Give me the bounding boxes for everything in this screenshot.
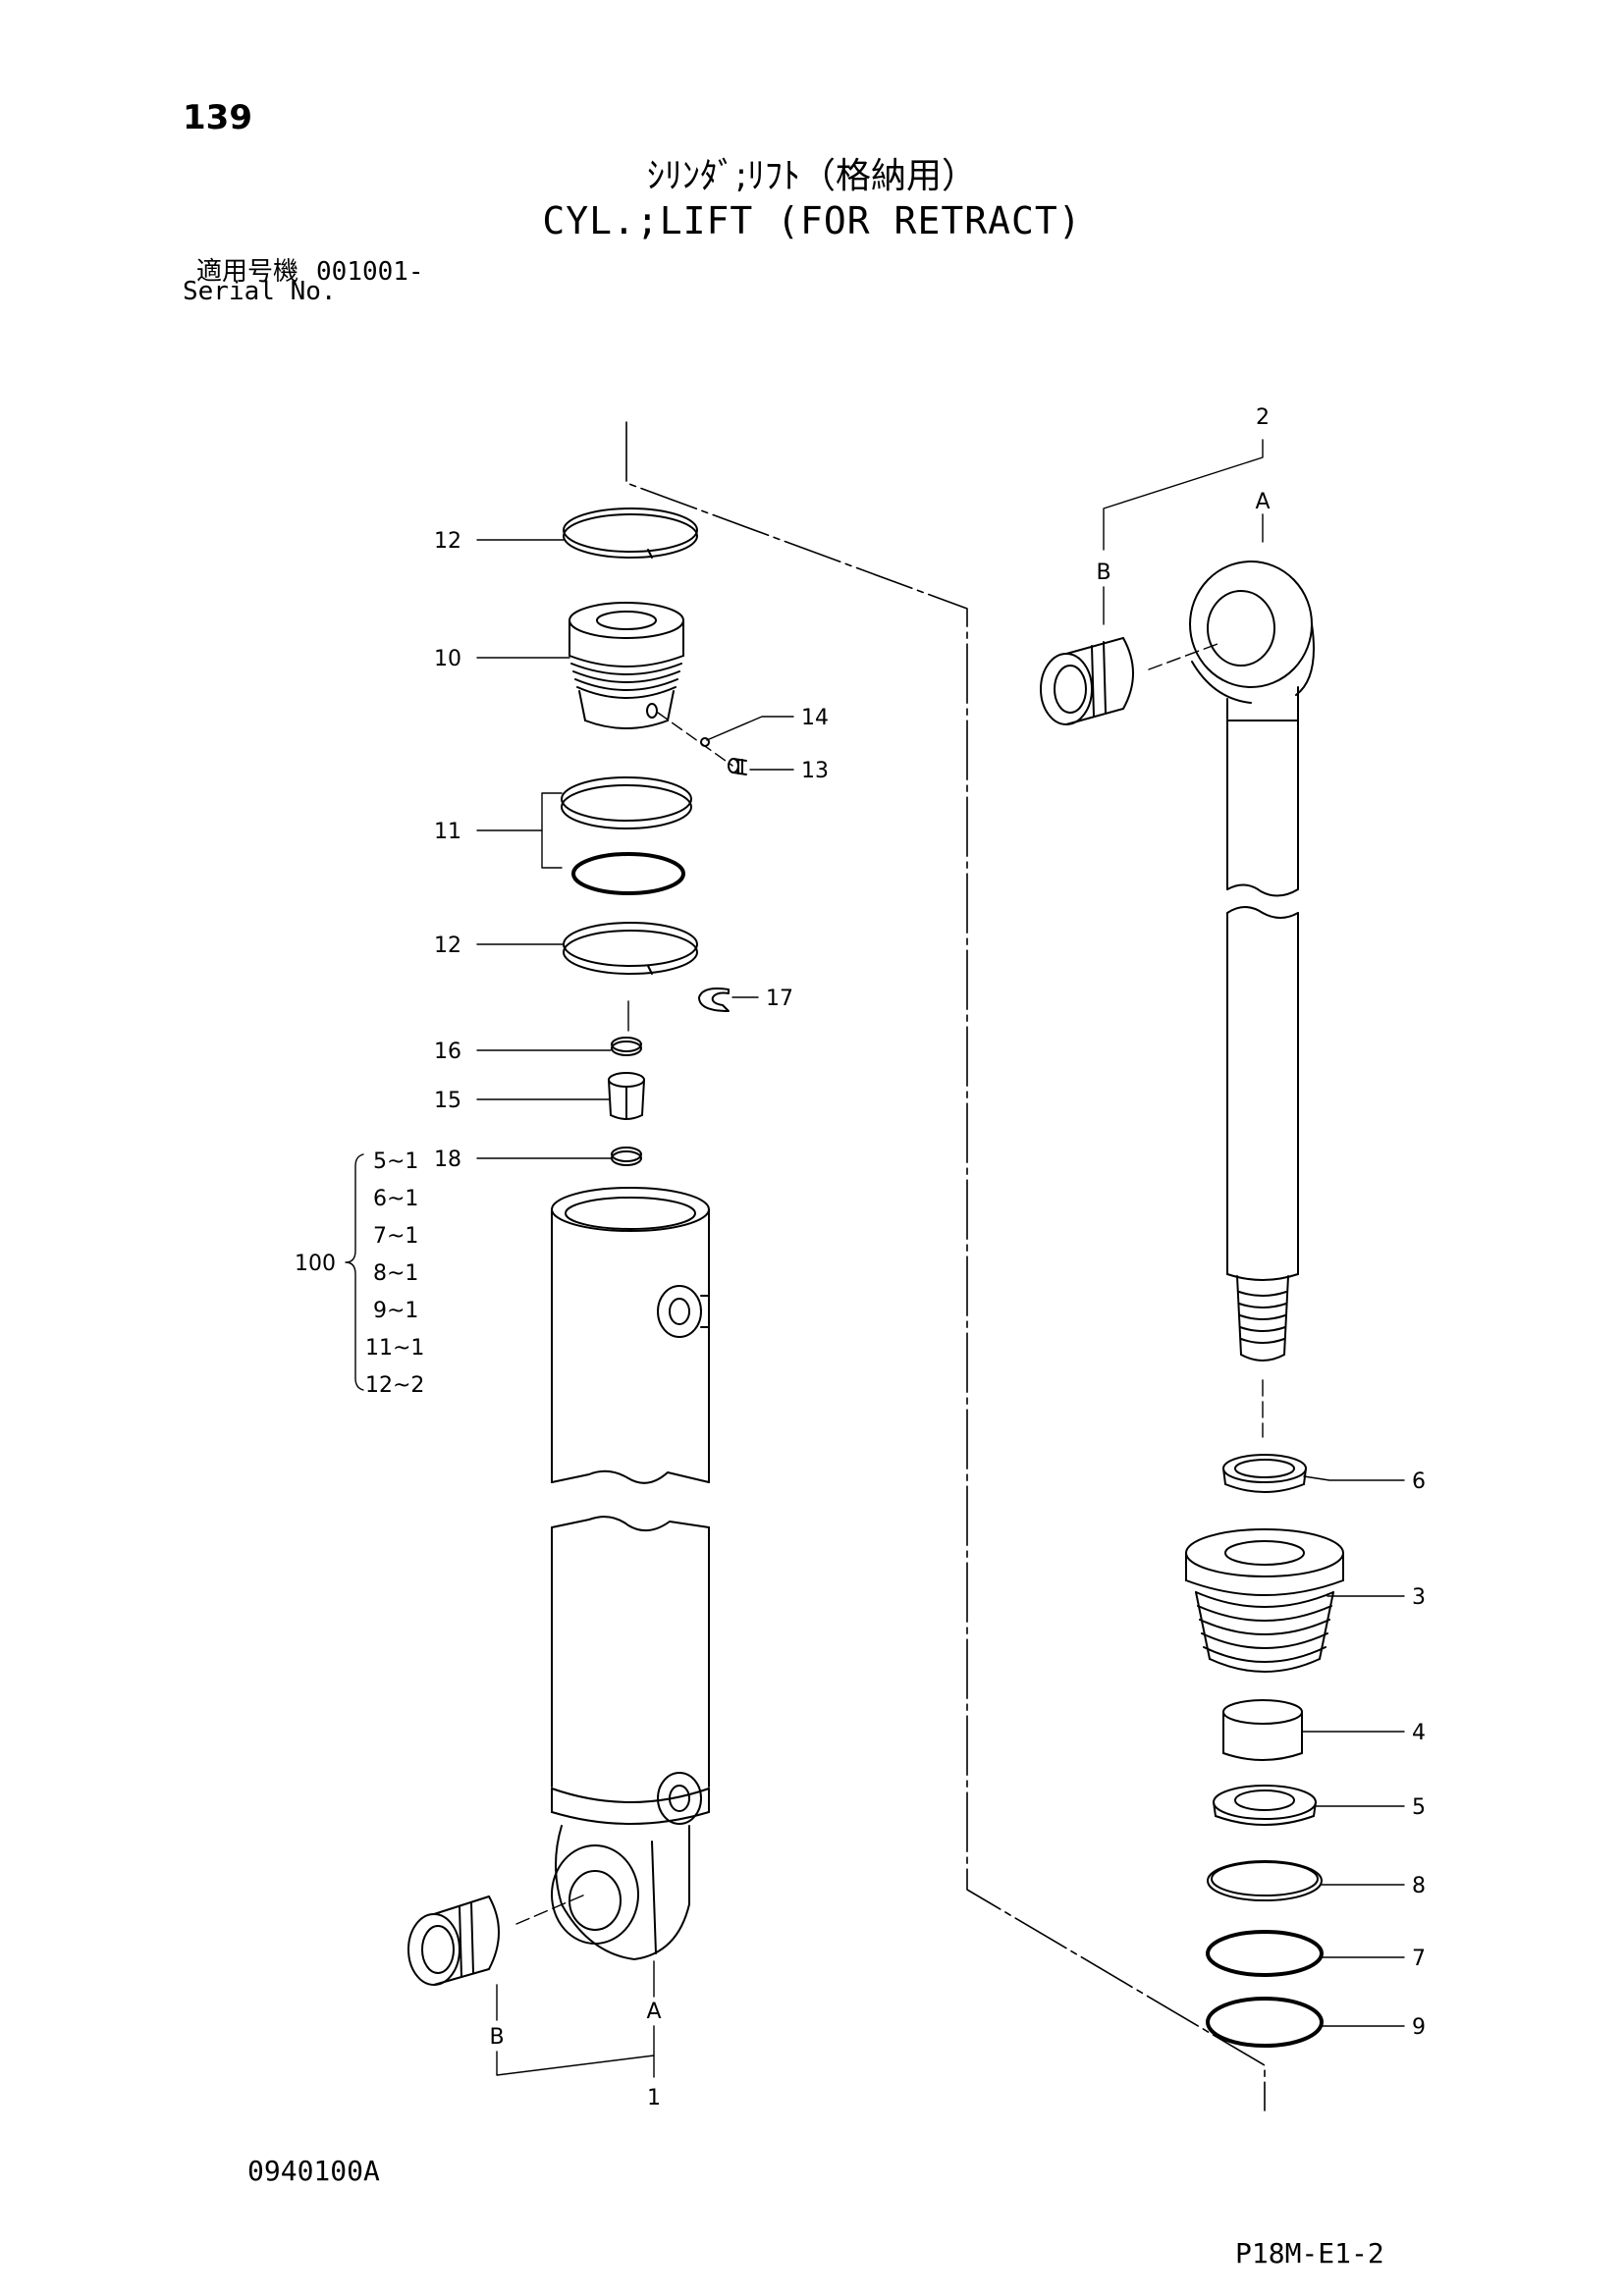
- serial-label-en: Serial No.: [183, 277, 337, 306]
- page-reference: P18M-E1-2: [1235, 2237, 1384, 2269]
- leader-1-bracket: [496, 2051, 655, 2078]
- title-japanese: ｼﾘﾝﾀﾞ;ﾘﾌﾄ（格納用）: [646, 156, 978, 196]
- kit-100-brace: [345, 1153, 364, 1391]
- assembly-guide-line: [515, 1894, 586, 1925]
- kit-item: 5~1: [373, 1149, 418, 1174]
- kit-item: 8~1: [373, 1261, 418, 1286]
- part-1-cylinder-tube: [551, 1187, 710, 1960]
- callout-A-rod: A: [1255, 490, 1270, 514]
- callout-6: 6: [1412, 1469, 1426, 1494]
- serial-value: 001001-: [316, 257, 424, 287]
- callout-7: 7: [1412, 1947, 1426, 1971]
- callout-1: 1: [647, 2086, 661, 2110]
- kit-100-label: 100: [295, 1252, 336, 1276]
- assembly-boundary-line: [625, 421, 1266, 2111]
- callout-B-tube: B: [489, 2025, 504, 2050]
- part-18-ring: [611, 1147, 642, 1166]
- title-english: CYL.;LIFT (FOR RETRACT): [542, 199, 1082, 242]
- callout-5: 5: [1412, 1795, 1426, 1820]
- part-11-seal-kit: [561, 776, 692, 895]
- part-6-dust-seal: [1222, 1454, 1307, 1493]
- part-12-backup-ring-bottom: [563, 922, 698, 975]
- callout-14: 14: [801, 706, 829, 730]
- callout-A-tube: A: [646, 2000, 661, 2024]
- part-10-cylinder-head: [568, 602, 684, 729]
- part-15-piston-nut: [608, 1072, 645, 1120]
- part-8-backup-ring: [1207, 1860, 1323, 1901]
- callout-2: 2: [1256, 405, 1270, 430]
- part-3-rod-cover: [1185, 1528, 1344, 1673]
- callout-B-rod: B: [1096, 561, 1110, 585]
- part-2-piston-rod: [1189, 561, 1315, 1362]
- callout-12: 12: [434, 934, 461, 958]
- serial-label-jp: 適用号機: [196, 257, 299, 287]
- part-5-seal: [1213, 1785, 1317, 1826]
- callout-10: 10: [434, 647, 461, 671]
- kit-item: 6~1: [373, 1187, 418, 1211]
- bushing-rod-side: [1040, 637, 1134, 725]
- assembly-guide-line: [657, 712, 733, 767]
- kit-item: 9~1: [373, 1299, 418, 1323]
- page-number: 139: [183, 98, 252, 137]
- part-9-o-ring: [1206, 1997, 1324, 2048]
- serial-range: 適用号機 001001-: [196, 251, 424, 288]
- callout-leaders: [476, 539, 1405, 2027]
- part-4-bushing: [1222, 1699, 1303, 1761]
- drawing-number: 0940100A: [247, 2155, 380, 2187]
- part-14-ball: [700, 737, 710, 747]
- kit-item: 12~2: [365, 1373, 424, 1398]
- bushing-tube-side: [407, 1896, 500, 1986]
- kit-item: 7~1: [373, 1224, 418, 1249]
- part-12-backup-ring-top: [563, 507, 698, 559]
- callout-9: 9: [1412, 2015, 1426, 2040]
- callout-3: 3: [1412, 1585, 1426, 1610]
- part-7-o-ring: [1206, 1930, 1324, 1977]
- callout-8: 8: [1412, 1874, 1426, 1898]
- callout-18: 18: [434, 1148, 461, 1172]
- callout-17: 17: [766, 987, 793, 1011]
- part-17-snap-ring: [698, 988, 730, 1012]
- callout-4: 4: [1412, 1721, 1426, 1745]
- callout-16: 16: [434, 1040, 461, 1064]
- kit-item: 11~1: [365, 1336, 424, 1361]
- callout-12: 12: [434, 529, 461, 554]
- callout-15: 15: [434, 1089, 461, 1113]
- callout-13: 13: [801, 759, 829, 783]
- assembly-guide-line: [1148, 643, 1218, 670]
- leader-2-bracket: [1103, 439, 1264, 551]
- part-16-ring: [611, 1037, 642, 1056]
- part-13-set-screw: [728, 758, 747, 775]
- callout-11: 11: [434, 820, 461, 844]
